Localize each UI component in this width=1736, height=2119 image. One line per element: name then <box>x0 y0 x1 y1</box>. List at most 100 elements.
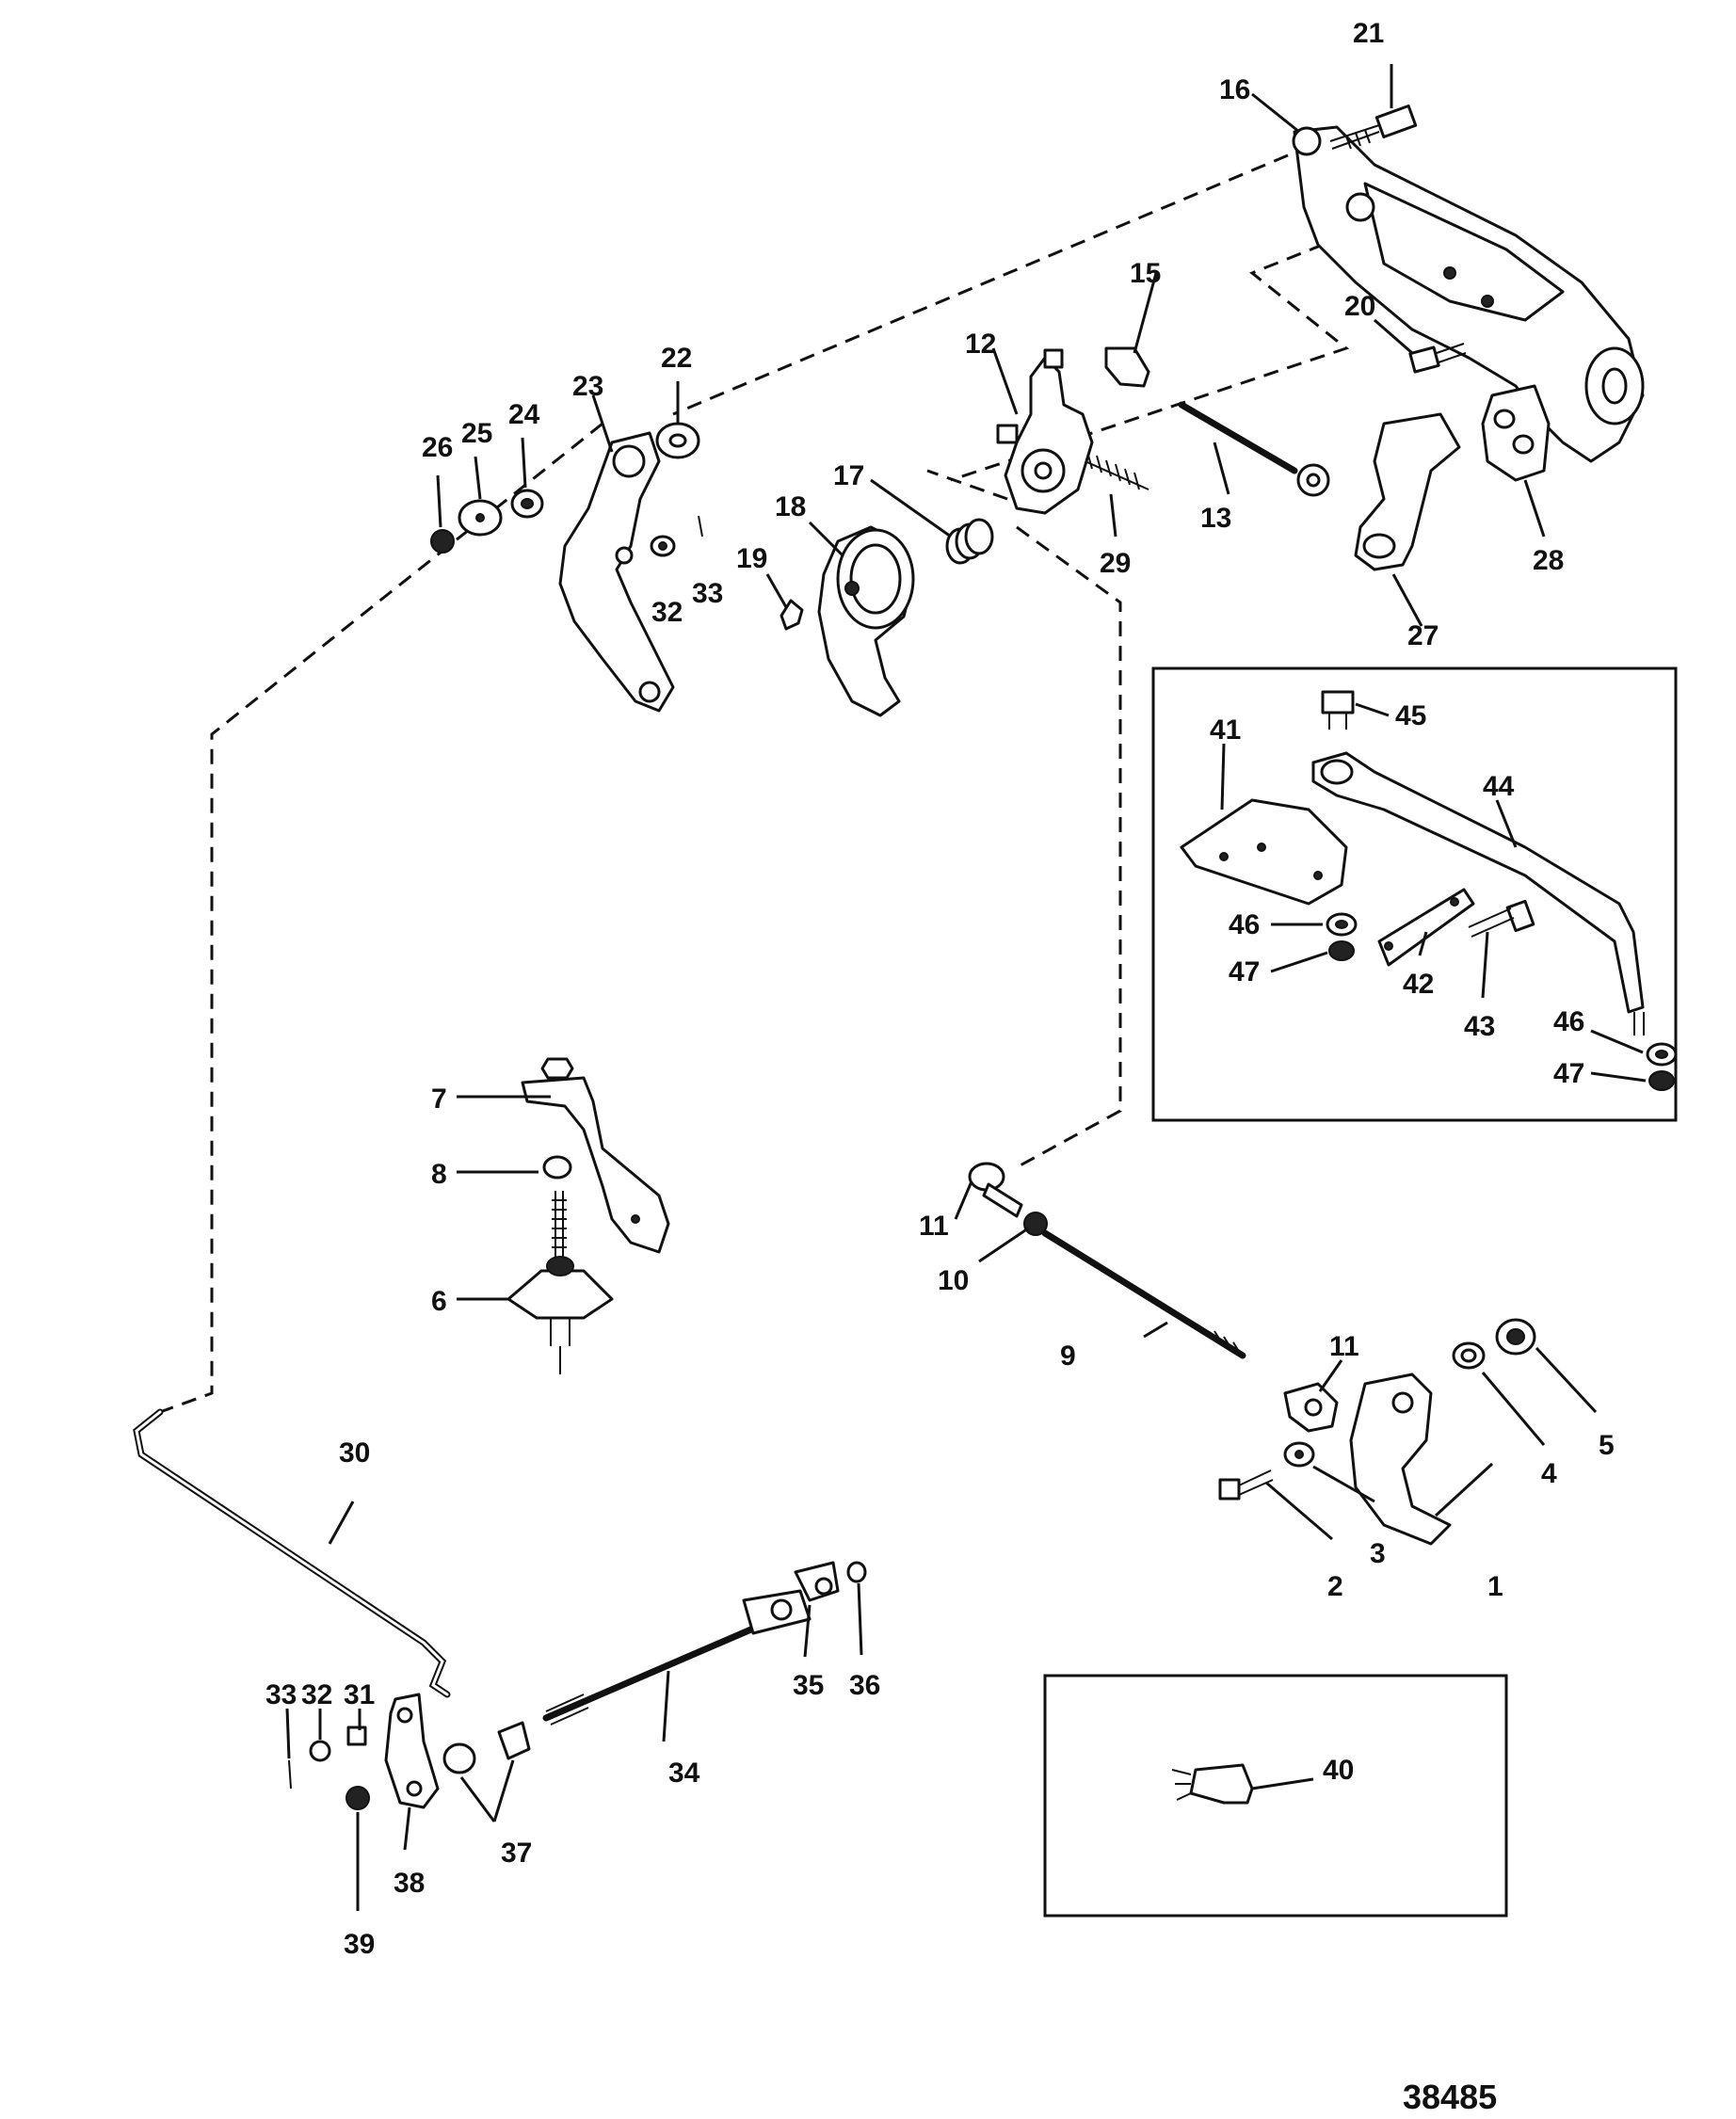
callout-32a: 32 <box>651 597 683 628</box>
leader-lines <box>285 64 1647 1911</box>
rod-30 <box>133 1408 451 1698</box>
callout-40: 40 <box>1323 1755 1354 1786</box>
clip-19 <box>780 599 804 631</box>
callout-47a: 47 <box>1229 956 1260 987</box>
callout-7: 7 <box>431 1084 447 1115</box>
diaphragm-6 <box>506 1191 614 1374</box>
nut-47-lower <box>1648 1070 1675 1091</box>
callout-46a: 46 <box>1229 909 1260 940</box>
callout-19: 19 <box>736 543 767 574</box>
callout-11b: 11 <box>1329 1331 1359 1362</box>
callout-9: 9 <box>1060 1340 1076 1372</box>
clip-36 <box>846 1561 867 1583</box>
nut-32-lower <box>309 1740 331 1762</box>
assembly-dashed-lines <box>159 153 1350 1414</box>
callout-41: 41 <box>1210 714 1241 746</box>
nut-8 <box>542 1155 572 1180</box>
callout-4: 4 <box>1541 1458 1557 1489</box>
bolt-20 <box>1408 343 1467 374</box>
callout-15: 15 <box>1130 258 1161 289</box>
callout-33b: 33 <box>265 1679 297 1710</box>
callout-22: 22 <box>661 343 692 374</box>
callout-45: 45 <box>1395 700 1426 731</box>
inset-box-upper <box>1151 666 1678 1122</box>
callout-27: 27 <box>1407 620 1439 651</box>
nut-top <box>540 1057 574 1080</box>
washer-32-upper <box>650 535 676 557</box>
pin-33-upper <box>698 515 703 538</box>
callout-37: 37 <box>501 1838 532 1869</box>
callout-36: 36 <box>849 1670 880 1701</box>
bushing-24 <box>510 489 544 519</box>
callout-43: 43 <box>1464 1011 1495 1042</box>
nut-47-upper <box>1328 940 1355 961</box>
callout-16: 16 <box>1219 74 1250 105</box>
nut-39 <box>346 1786 370 1810</box>
callout-29: 29 <box>1100 548 1131 579</box>
callout-18: 18 <box>775 491 806 522</box>
nut-5 <box>1495 1318 1536 1356</box>
nut-26 <box>430 529 455 554</box>
connector-40 <box>1171 1763 1254 1805</box>
callout-11a: 11 <box>919 1211 949 1242</box>
throttle-cam-18 <box>817 525 915 717</box>
spring-17 <box>945 518 994 565</box>
callout-13: 13 <box>1200 503 1231 534</box>
callout-8: 8 <box>431 1159 447 1190</box>
bushing-28 <box>1481 384 1551 482</box>
washer-46-lower <box>1646 1042 1678 1067</box>
callout-24: 24 <box>508 399 540 430</box>
callout-32b: 32 <box>301 1679 332 1710</box>
callout-38: 38 <box>394 1868 425 1899</box>
callout-20: 20 <box>1344 291 1375 322</box>
bolt-43 <box>1468 899 1535 938</box>
bracket-35 <box>794 1561 840 1602</box>
washer-4 <box>1452 1341 1486 1370</box>
lever-1 <box>1349 1373 1452 1546</box>
swivel-11-upper <box>968 1162 1023 1218</box>
rod-9 <box>1041 1229 1246 1359</box>
plate-42 <box>1377 888 1475 967</box>
bolt-2 <box>1218 1469 1274 1501</box>
swivel-11-lower <box>1283 1382 1339 1433</box>
throttle-lever-27 <box>1354 412 1461 571</box>
callout-31: 31 <box>344 1679 375 1710</box>
callout-46b: 46 <box>1553 1006 1584 1037</box>
pin-33-lower <box>288 1759 292 1790</box>
bushing-37 <box>442 1721 531 1774</box>
bolt-45 <box>1321 690 1355 730</box>
washer-22 <box>655 422 700 459</box>
arm-44 <box>1311 751 1645 1035</box>
inset-box-lower <box>1043 1674 1508 1918</box>
callout-44: 44 <box>1483 771 1515 802</box>
link-rod-13 <box>1178 401 1330 497</box>
callout-42: 42 <box>1403 969 1434 1000</box>
washer-25 <box>458 499 503 537</box>
lever-38 <box>384 1693 440 1809</box>
bolt-21 <box>1329 104 1418 150</box>
callout-17: 17 <box>833 460 864 491</box>
throttle-cam-bracket <box>1292 125 1645 463</box>
callout-35: 35 <box>793 1670 824 1701</box>
shaft-34 <box>542 1589 812 1726</box>
callout-3: 3 <box>1370 1538 1386 1569</box>
callout-39: 39 <box>344 1929 375 1960</box>
callout-10: 10 <box>938 1265 969 1296</box>
callout-1: 1 <box>1487 1571 1503 1602</box>
bracket-41 <box>1180 798 1348 906</box>
throttle-arm-12 <box>996 348 1094 515</box>
lever-23 <box>558 431 675 713</box>
callout-25: 25 <box>461 418 492 449</box>
callout-6: 6 <box>431 1286 447 1317</box>
document-number: 38485 <box>1403 2078 1497 2116</box>
callout-26: 26 <box>422 432 453 463</box>
bracket-7 <box>521 1076 670 1254</box>
callout-5: 5 <box>1599 1430 1615 1461</box>
callout-33a: 33 <box>692 578 723 609</box>
callout-30: 30 <box>339 1437 370 1469</box>
callout-34: 34 <box>668 1758 700 1789</box>
callout-47b: 47 <box>1553 1058 1584 1089</box>
callout-12: 12 <box>965 329 996 360</box>
bolt-31 <box>346 1726 367 1746</box>
